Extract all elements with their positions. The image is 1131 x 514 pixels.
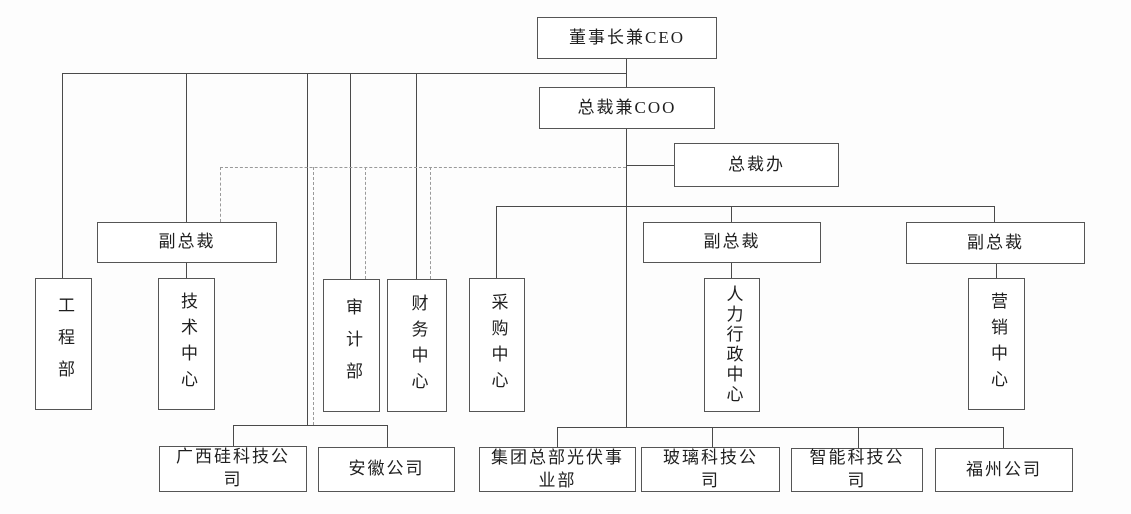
node-group-hq-pv-division-label: 集团总部光伏事业部 [491, 447, 624, 490]
connector-smart-tech [858, 427, 859, 448]
branch-right-horizontal [496, 206, 994, 207]
dashed-branch-horizontal [220, 167, 626, 168]
connector-vp-left [186, 73, 187, 222]
trunk-bottom-left-companies [307, 73, 308, 425]
node-procurement-center-label: 采购中心 [488, 293, 508, 397]
dashed-connector-finance-center [430, 167, 431, 279]
node-hr-admin-center: 人力行政中心 [704, 278, 760, 412]
node-president-office-label: 总裁办 [728, 154, 785, 174]
connector-finance-center [416, 73, 417, 279]
node-smart-tech-company-label: 智能科技公司 [809, 448, 905, 490]
connector-group-pv [557, 427, 558, 447]
node-finance-center: 财务中心 [387, 279, 447, 412]
connector-president-office [626, 165, 674, 166]
node-vp-left-label: 副总裁 [158, 232, 216, 252]
node-vp-mid: 副总裁 [643, 222, 821, 263]
connector-vp-right [994, 206, 995, 222]
trunk-vertical [626, 129, 627, 427]
connector-audit-dept [350, 73, 351, 279]
node-fuzhou-company: 福州公司 [935, 448, 1073, 492]
node-audit-dept: 审计部 [323, 279, 380, 412]
node-glass-tech-company: 玻璃科技公司 [641, 447, 780, 492]
node-anhui-company: 安徽公司 [318, 447, 455, 492]
connector-procurement-center [496, 206, 497, 278]
node-audit-dept-label: 审计部 [342, 297, 362, 394]
node-anhui-company-label: 安徽公司 [348, 459, 425, 479]
node-ceo-label: 董事长兼CEO [569, 27, 685, 47]
connector-ceo-coo [626, 59, 627, 87]
node-coo-label: 总裁兼COO [577, 97, 677, 117]
node-guangxi-silicon-company-label: 广西硅科技公司 [176, 447, 290, 489]
connector-vp-mid [731, 206, 732, 222]
node-vp-left: 副总裁 [97, 222, 277, 263]
branch-bottom-left-horizontal [233, 425, 387, 426]
dashed-trunk-bottom-left-companies [313, 167, 314, 425]
node-vp-right-label: 副总裁 [967, 232, 1024, 252]
node-smart-tech-company: 智能科技公司 [791, 448, 923, 492]
connector-vp-right-marketing [996, 264, 997, 278]
node-tech-center-label: 技术中心 [177, 292, 197, 396]
node-marketing-center: 营销中心 [968, 278, 1025, 410]
branch-left-horizontal [62, 73, 626, 74]
node-group-hq-pv-division: 集团总部光伏事业部 [479, 447, 636, 492]
branch-bottom-right-horizontal [557, 427, 1003, 428]
dashed-connector-vp-left [220, 167, 221, 222]
node-tech-center: 技术中心 [158, 278, 215, 410]
node-coo: 总裁兼COO [539, 87, 715, 129]
node-engineering-dept: 工程部 [35, 278, 92, 410]
connector-fuzhou [1003, 427, 1004, 448]
node-glass-tech-company-label: 玻璃科技公司 [663, 447, 758, 490]
connector-vp-left-tech-center [186, 263, 187, 278]
connector-engineering-dept [62, 73, 63, 278]
node-president-office: 总裁办 [674, 143, 839, 187]
node-fuzhou-company-label: 福州公司 [966, 459, 1042, 479]
node-vp-mid-label: 副总裁 [703, 232, 761, 252]
node-finance-center-label: 财务中心 [408, 293, 428, 398]
node-hr-admin-center-label: 人力行政中心 [723, 285, 743, 405]
node-procurement-center: 采购中心 [469, 278, 525, 412]
connector-glass-tech [712, 427, 713, 447]
dashed-connector-audit-dept [365, 167, 366, 279]
connector-guangxi-silicon [233, 425, 234, 446]
node-engineering-dept-label: 工程部 [54, 296, 74, 392]
node-vp-right: 副总裁 [906, 222, 1085, 264]
node-ceo: 董事长兼CEO [537, 17, 717, 59]
node-guangxi-silicon-company: 广西硅科技公司 [159, 446, 307, 492]
node-marketing-center-label: 营销中心 [987, 292, 1007, 396]
connector-anhui [387, 425, 388, 447]
connector-vp-mid-hr-admin [731, 263, 732, 278]
